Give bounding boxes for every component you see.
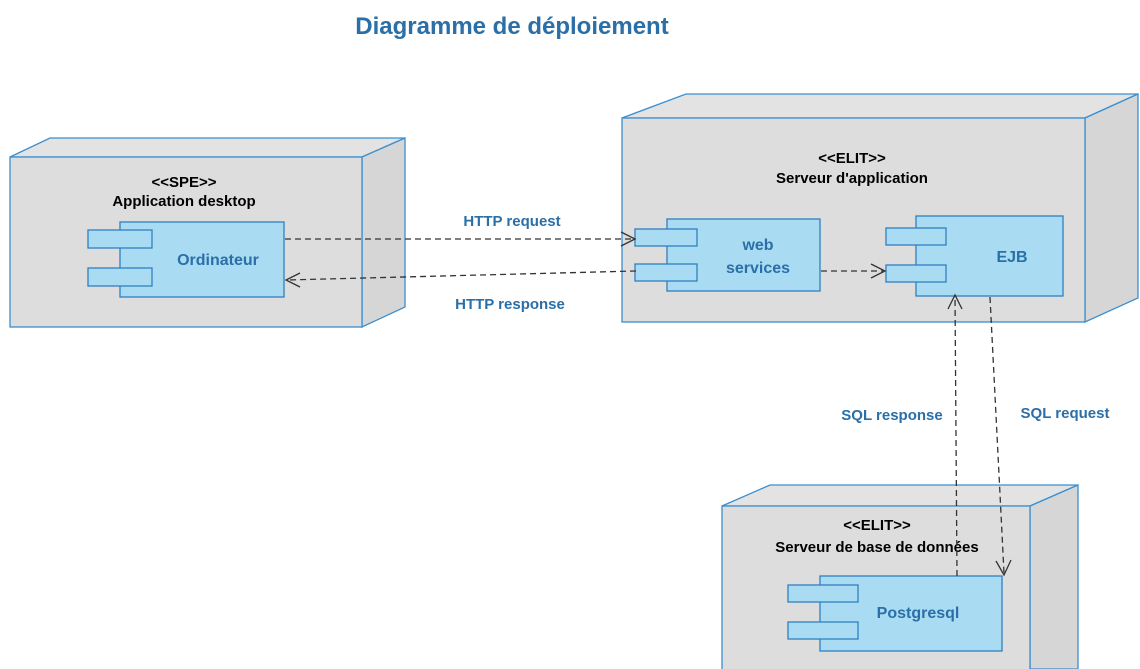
component-label: EJB bbox=[996, 249, 1027, 266]
node-side-face bbox=[1084, 92, 1139, 324]
component-port-top bbox=[634, 228, 698, 247]
node-stereotype: <<ELIT>> bbox=[843, 517, 911, 534]
component-web-services[interactable]: web services bbox=[634, 218, 821, 292]
component-port-bottom bbox=[87, 267, 153, 287]
edge-web-services-to-ejb[interactable] bbox=[821, 263, 887, 279]
node-application-desktop[interactable]: <<SPE>> Application desktop Ordinateur bbox=[9, 137, 406, 329]
arrow-head-icon bbox=[620, 231, 637, 247]
node-name: Serveur de base de données bbox=[775, 539, 978, 556]
component-port-top bbox=[87, 229, 153, 249]
edge-line bbox=[286, 270, 637, 281]
component-postgresql[interactable]: Postgresql bbox=[787, 575, 1003, 652]
edge-line bbox=[954, 294, 958, 577]
edge-http-request[interactable]: HTTP request bbox=[285, 213, 637, 247]
component-label-line1: web bbox=[741, 237, 773, 254]
node-top-face bbox=[9, 137, 406, 158]
component-label: Ordinateur bbox=[177, 252, 259, 269]
component-label-line2: services bbox=[726, 260, 790, 277]
component-ejb[interactable]: EJB bbox=[885, 215, 1064, 297]
node-serveur-base-de-donnees[interactable]: <<ELIT>> Serveur de base de données Post… bbox=[721, 484, 1079, 669]
node-side-face bbox=[361, 137, 406, 329]
diagram-title: Diagramme de déploiement bbox=[355, 13, 668, 40]
edge-label: SQL request bbox=[1021, 405, 1110, 422]
edge-label: SQL response bbox=[841, 407, 942, 424]
component-port-bottom bbox=[634, 263, 698, 282]
component-port-bottom bbox=[885, 264, 947, 283]
component-port-bottom bbox=[787, 621, 859, 640]
arrow-head-icon bbox=[947, 293, 963, 310]
node-name: Serveur d'application bbox=[776, 170, 928, 187]
edge-sql-response[interactable]: SQL response bbox=[841, 293, 963, 577]
node-top-face bbox=[721, 484, 1079, 507]
edge-label: HTTP response bbox=[455, 296, 565, 313]
node-serveur-application[interactable]: <<ELIT>> Serveur d'application web servi… bbox=[621, 92, 1139, 324]
component-port-top bbox=[787, 584, 859, 603]
arrow-head-icon bbox=[995, 559, 1012, 577]
node-top-face bbox=[621, 93, 1139, 119]
node-side-face bbox=[1029, 484, 1079, 669]
node-stereotype: <<ELIT>> bbox=[818, 150, 886, 167]
arrow-head-icon bbox=[870, 263, 887, 279]
edge-line bbox=[989, 296, 1005, 574]
node-name: Application desktop bbox=[112, 193, 255, 210]
component-label: Postgresql bbox=[877, 605, 960, 622]
node-stereotype: <<SPE>> bbox=[151, 174, 216, 191]
edge-label: HTTP request bbox=[463, 213, 560, 230]
component-port-top bbox=[885, 227, 947, 246]
edge-sql-request[interactable]: SQL request bbox=[989, 296, 1110, 577]
arrow-head-icon bbox=[284, 272, 301, 288]
edge-http-response[interactable]: HTTP response bbox=[284, 270, 637, 313]
component-ordinateur[interactable]: Ordinateur bbox=[87, 221, 285, 298]
